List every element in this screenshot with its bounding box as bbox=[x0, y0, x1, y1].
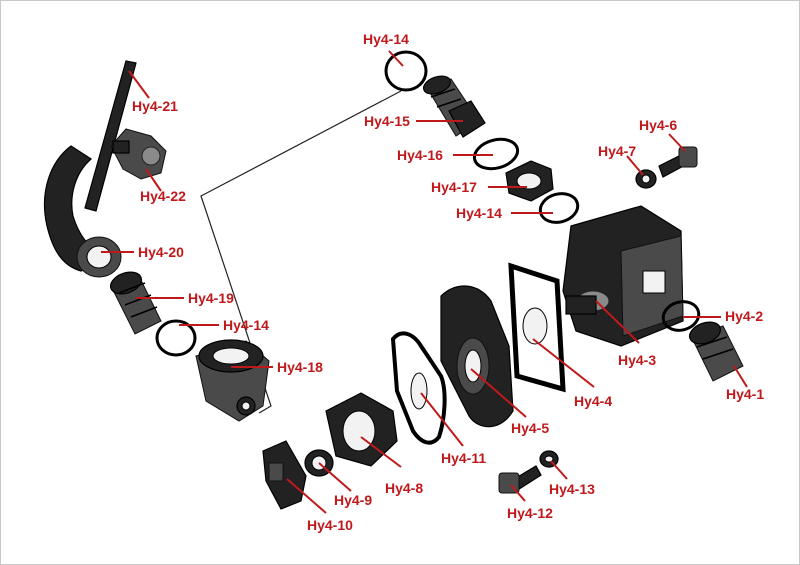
label-hy4-19: Hy4-19 bbox=[188, 290, 234, 306]
label-hy4-5: Hy4-5 bbox=[511, 420, 549, 436]
part-bolt-hy4-6 bbox=[658, 146, 698, 178]
part-clamp-hy4-22 bbox=[110, 128, 167, 180]
part-o-ring-hy4-14-top bbox=[384, 50, 428, 92]
label-hy4-7: Hy4-7 bbox=[598, 143, 636, 159]
part-elbow-pipe-hy4-20 bbox=[43, 145, 122, 278]
part-ring-hy4-16 bbox=[472, 137, 520, 171]
label-hy4-14-top: Hy4-14 bbox=[363, 31, 409, 47]
part-o-ring-hy4-14-mid bbox=[538, 192, 580, 224]
label-hy4-10: Hy4-10 bbox=[307, 517, 353, 533]
part-fitting-hy4-19 bbox=[109, 271, 162, 335]
label-hy4-14-left: Hy4-14 bbox=[223, 317, 269, 333]
routing-line bbox=[200, 90, 402, 414]
label-hy4-11: Hy4-11 bbox=[441, 450, 486, 466]
label-hy4-22: Hy4-22 bbox=[140, 188, 186, 204]
part-nut-hy4-17 bbox=[505, 160, 554, 202]
part-threaded-fitting-hy4-15 bbox=[422, 75, 486, 138]
label-hy4-20: Hy4-20 bbox=[138, 244, 184, 260]
label-hy4-2: Hy4-2 bbox=[725, 308, 763, 324]
label-hy4-9: Hy4-9 bbox=[334, 492, 372, 508]
label-hy4-12: Hy4-12 bbox=[507, 505, 553, 521]
part-block-fitting-hy4-18 bbox=[195, 339, 270, 422]
part-coupler-hy4-10 bbox=[262, 440, 307, 510]
part-washer-hy4-7 bbox=[635, 169, 657, 189]
part-mounting-plate-hy4-5 bbox=[440, 285, 514, 428]
label-hy4-21: Hy4-21 bbox=[132, 98, 178, 114]
label-hy4-14-mid: Hy4-14 bbox=[456, 205, 502, 221]
label-hy4-17: Hy4-17 bbox=[431, 179, 477, 195]
part-gasket-hy4-11 bbox=[390, 331, 447, 445]
part-fitting-hy4-1 bbox=[688, 321, 744, 382]
label-hy4-1: Hy4-1 bbox=[726, 386, 764, 402]
part-gasket-hy4-4 bbox=[508, 262, 566, 393]
label-hy4-4: Hy4-4 bbox=[574, 393, 612, 409]
part-o-ring-hy4-2 bbox=[661, 300, 701, 332]
leader-lines bbox=[101, 50, 748, 514]
label-hy4-15: Hy4-15 bbox=[364, 113, 410, 129]
part-pump-body-hy4-3 bbox=[562, 205, 684, 347]
part-rod-hy4-21 bbox=[84, 60, 137, 212]
part-bolt-hy4-12 bbox=[498, 465, 542, 494]
label-hy4-13: Hy4-13 bbox=[549, 481, 595, 497]
label-hy4-6: Hy4-6 bbox=[639, 117, 677, 133]
label-hy4-16: Hy4-16 bbox=[397, 147, 443, 163]
label-hy4-8: Hy4-8 bbox=[385, 480, 423, 496]
part-o-ring-hy4-14-left bbox=[155, 319, 197, 357]
label-hy4-18: Hy4-18 bbox=[277, 359, 323, 375]
label-hy4-3: Hy4-3 bbox=[618, 352, 656, 368]
